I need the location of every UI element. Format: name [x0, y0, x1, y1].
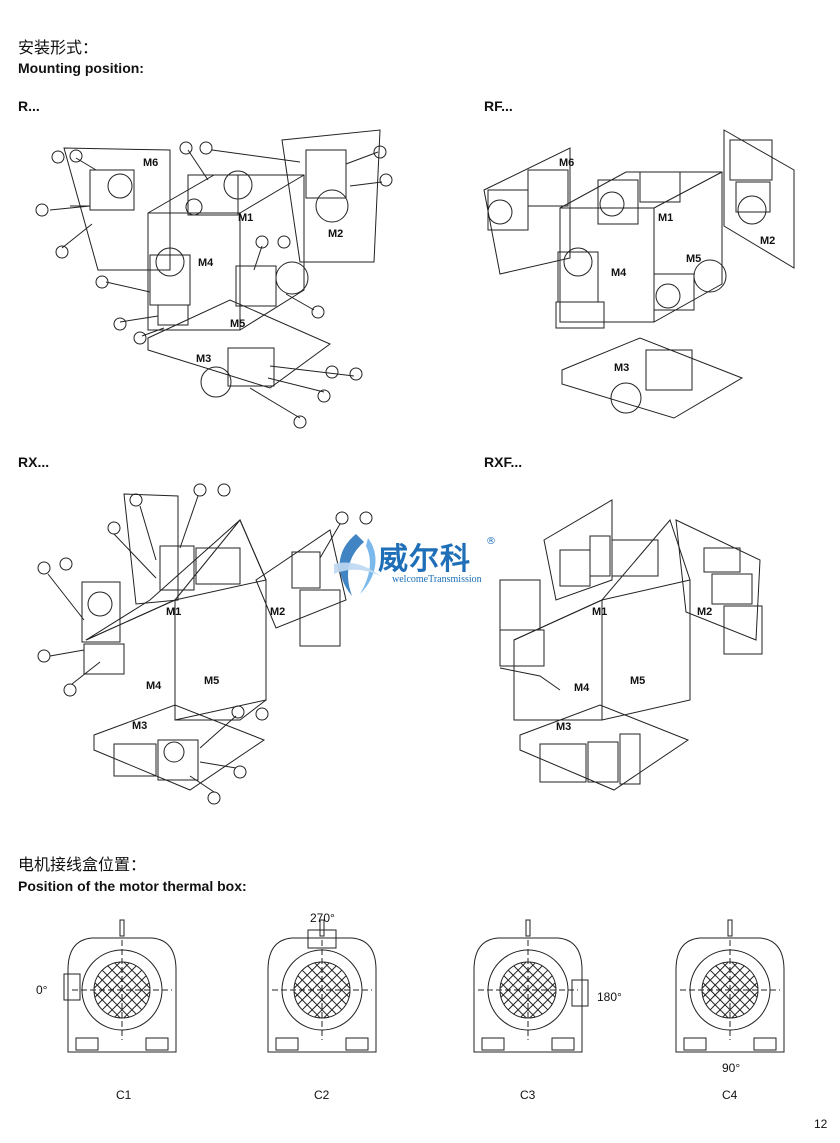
rx-label-m2: M2: [270, 606, 286, 618]
thermal-title-en: Position of the motor thermal box:: [18, 878, 247, 894]
motor-view-c2-lifting-eye: [319, 919, 325, 937]
rf-label-m2: M2: [760, 235, 776, 247]
motor-view-c1-lifting-eye: [119, 919, 125, 937]
motor-view-c1-foot-right: [145, 1037, 169, 1051]
motor-view-c3-foot-left: [481, 1037, 505, 1051]
rx-label-m1: M1: [166, 606, 182, 618]
motor-view-c3-housing: [473, 937, 583, 1053]
motor-view-c2-foot-left: [275, 1037, 299, 1051]
series-rxf-label: RXF...: [484, 454, 523, 470]
motor-view-c2-housing: [267, 937, 377, 1053]
view-c1-angle: 0°: [36, 983, 48, 997]
view-c2-angle: 270°: [310, 911, 335, 925]
rxf-label-m5: M5: [630, 675, 646, 687]
rxf-label-m3: M3: [556, 721, 572, 733]
rf-label-m1: M1: [658, 212, 674, 224]
rxf-label-m1: M1: [592, 606, 608, 618]
motor-view-c1-housing: [67, 937, 177, 1053]
brand-logo-icon: [334, 534, 380, 596]
brand-watermark: 威尔科 ® welcomeTransmission: [326, 530, 516, 600]
view-c2-caption: C2: [314, 1088, 330, 1102]
view-c1-caption: C1: [116, 1088, 132, 1102]
r-label-m5: M5: [230, 318, 246, 330]
r-label-m3: M3: [196, 353, 212, 365]
motor-view-c4-foot-left: [683, 1037, 707, 1051]
view-c4-angle: 90°: [722, 1061, 741, 1075]
motor-view-c4-foot-right: [753, 1037, 777, 1051]
series-rx-label: RX...: [18, 454, 50, 470]
motor-view-c3-lifting-eye: [525, 919, 531, 937]
brand-registered-mark: ®: [486, 536, 496, 547]
rx-label-m4: M4: [146, 680, 162, 692]
page-number: 12: [814, 1117, 828, 1131]
r-label-m1: M1: [238, 212, 254, 224]
rx-label-m3: M3: [132, 720, 148, 732]
rx-label-m5: M5: [204, 675, 220, 687]
motor-view-c4-housing: [675, 937, 785, 1053]
thermal-title-cn: 电机接线盒位置：: [18, 855, 147, 874]
r-label-m4: M4: [198, 257, 214, 269]
rf-label-m4: M4: [611, 267, 627, 279]
brand-name-en: welcomeTransmission: [392, 574, 482, 585]
r-label-m6: M6: [143, 157, 159, 169]
rxf-label-m4: M4: [574, 682, 590, 694]
rf-label-m3: M3: [614, 362, 630, 374]
brand-name-cn: 威尔科: [378, 542, 471, 577]
series-rf-label: RF...: [484, 98, 513, 114]
motor-view-c1-terminal-box: [63, 973, 81, 1001]
motor-view-c2-terminal-box: [307, 929, 337, 949]
r-label-m2: M2: [328, 228, 344, 240]
series-r-label: R...: [18, 98, 40, 114]
view-c4-caption: C4: [722, 1088, 738, 1102]
motor-view-c3-terminal-box: [571, 979, 589, 1007]
mounting-title-cn: 安装形式：: [18, 38, 99, 57]
motor-view-c2-foot-right: [345, 1037, 369, 1051]
mounting-title-en: Mounting position:: [18, 60, 144, 76]
motor-view-c4-lifting-eye: [727, 919, 733, 937]
rf-label-m5: M5: [686, 253, 702, 265]
rxf-label-m2: M2: [697, 606, 713, 618]
rf-label-m6: M6: [559, 157, 575, 169]
view-c3-angle: 180°: [597, 990, 622, 1004]
view-c3-caption: C3: [520, 1088, 536, 1102]
motor-view-c1-foot-left: [75, 1037, 99, 1051]
motor-view-c3-foot-right: [551, 1037, 575, 1051]
